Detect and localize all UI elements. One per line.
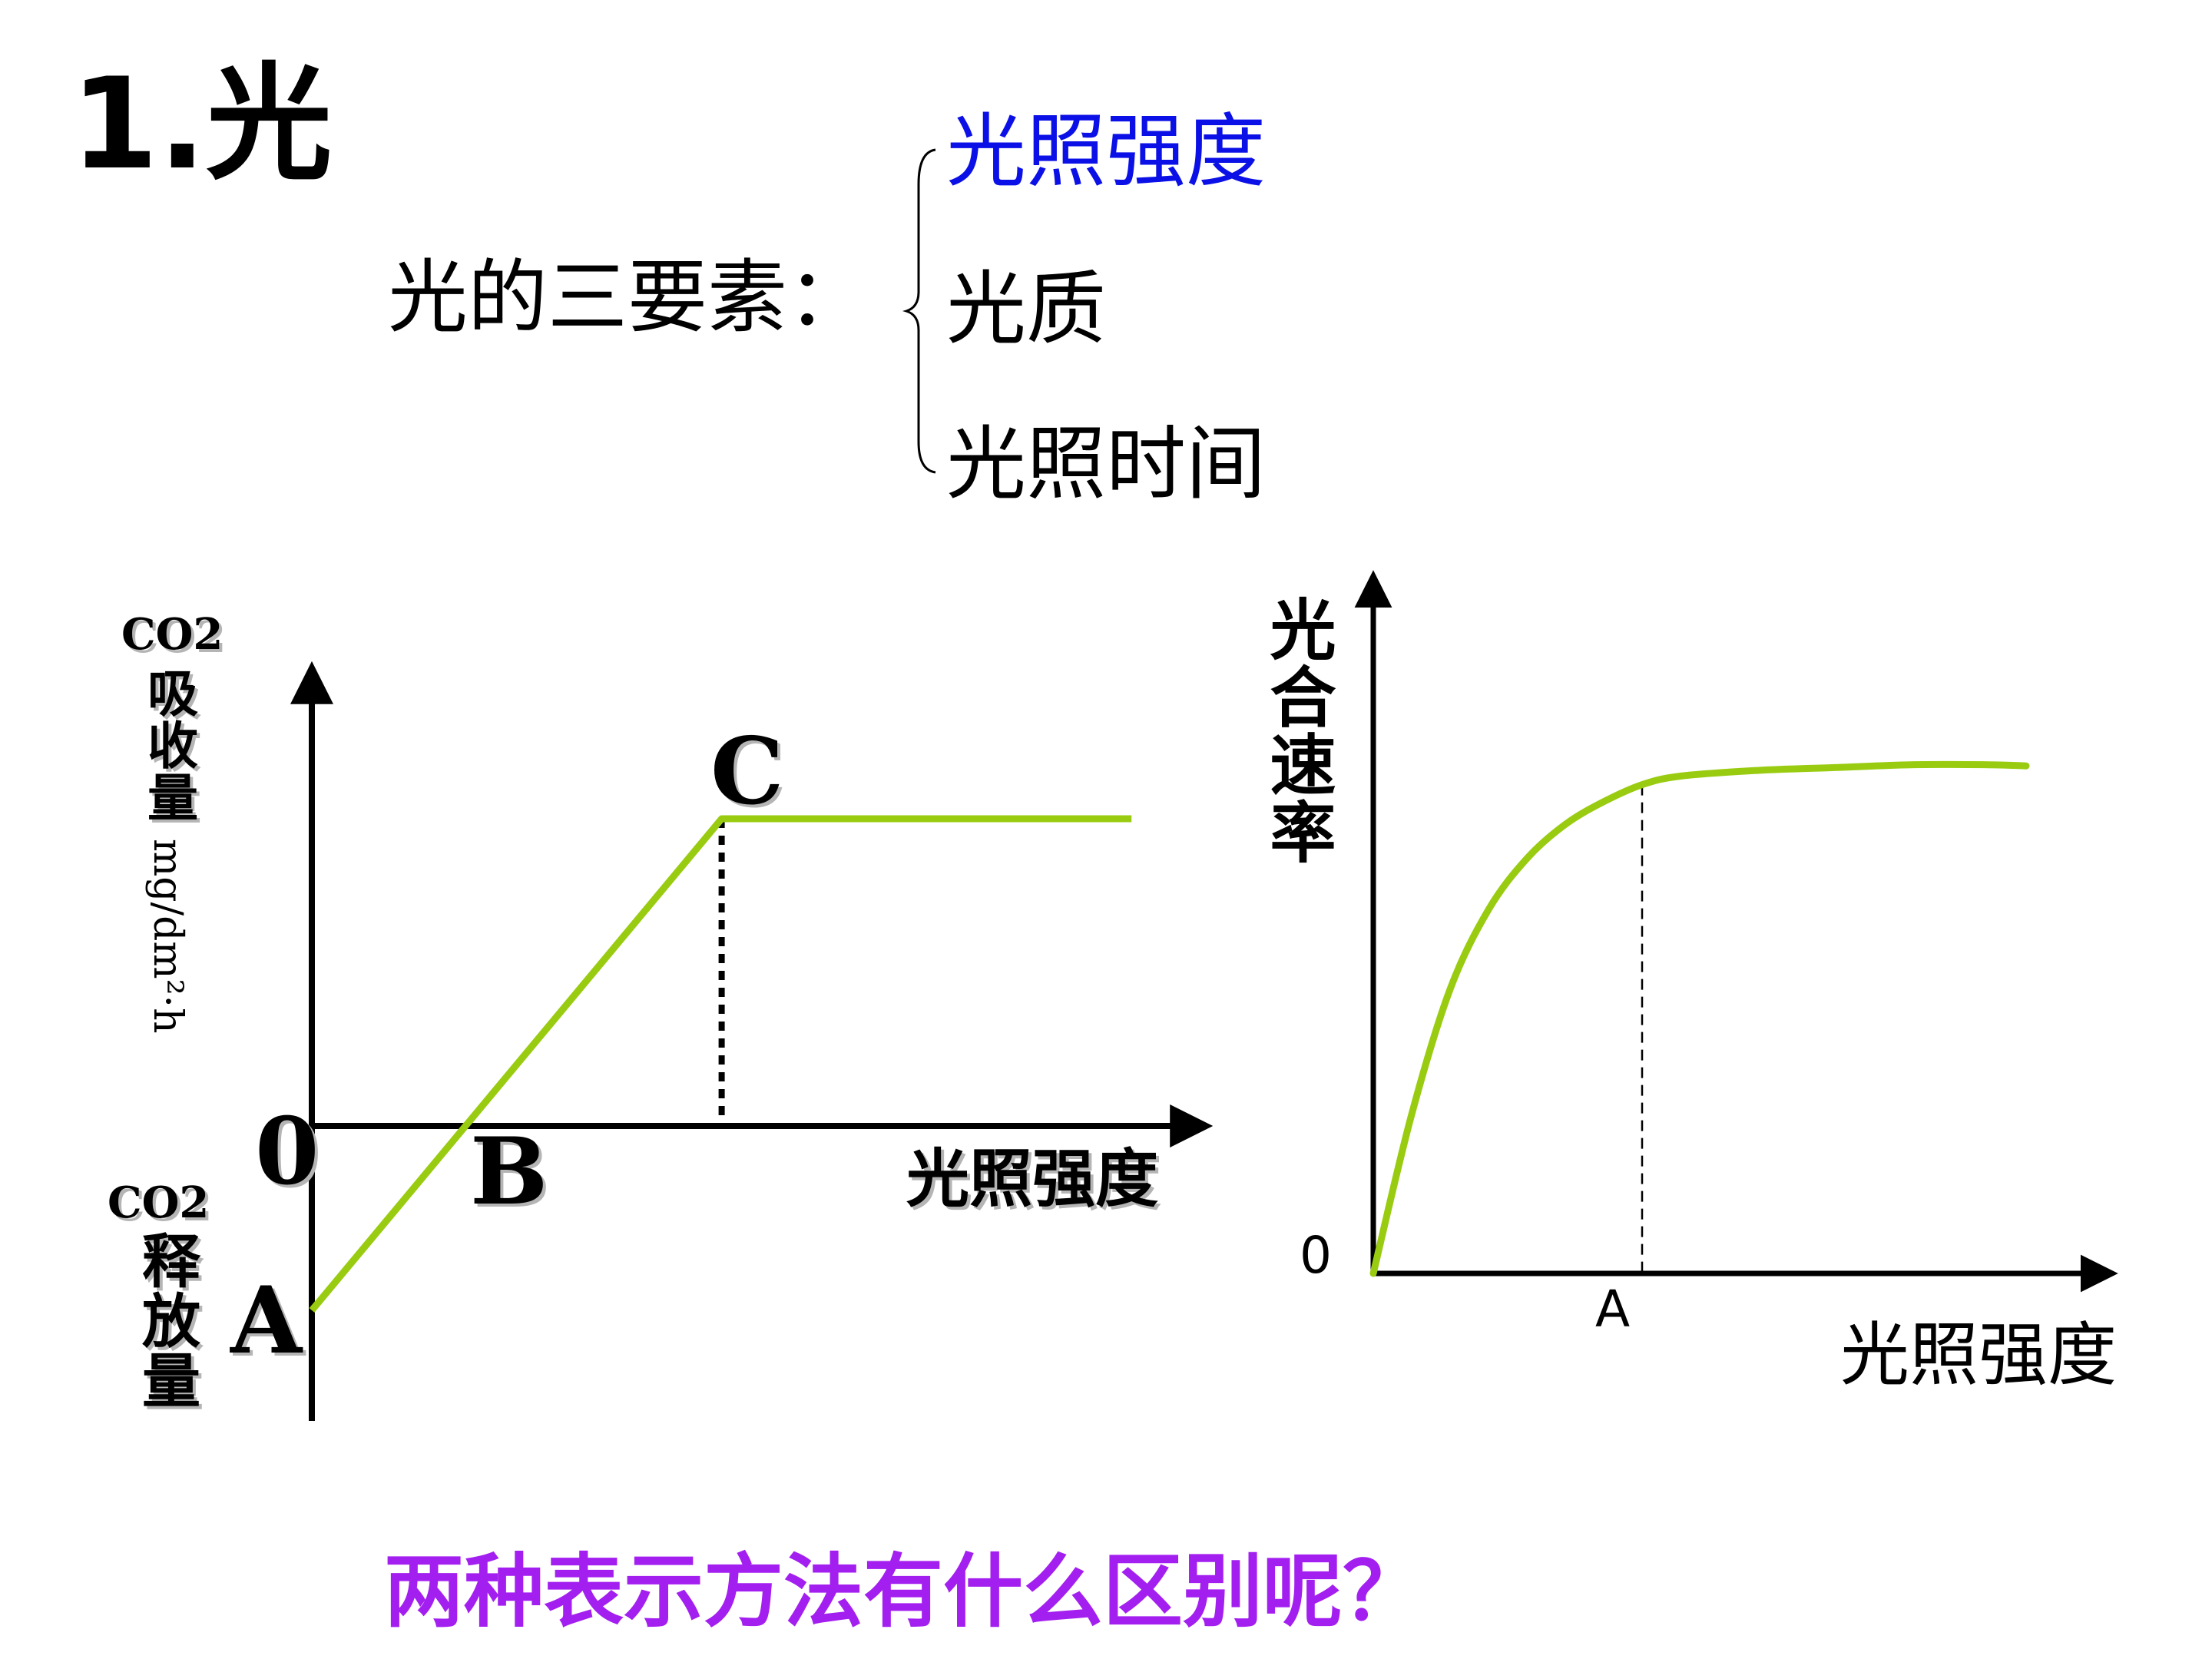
element-light-duration: 光照时间: [946, 417, 1267, 511]
left-ylabel-bottom-co2: CO2: [108, 1177, 210, 1228]
question-text: 两种表示方法有什么区别呢？: [384, 1545, 1423, 1638]
slide-heading: 1.光: [71, 51, 333, 197]
left-xlabel: 光照强度: [906, 1143, 1159, 1216]
right-xlabel: 光照强度: [1840, 1315, 2117, 1396]
curly-brace: [902, 148, 936, 474]
right-origin-label: 0: [1300, 1226, 1332, 1285]
left-origin-label: 0: [255, 1098, 320, 1206]
point-label-c: C: [710, 717, 784, 826]
right-ylabel: 光合速率: [1258, 595, 1335, 866]
right-curve: [1369, 760, 2030, 1277]
point-label-b: B: [470, 1118, 548, 1226]
left-ylabel-top-text: 吸收量: [139, 667, 198, 823]
element-light-intensity: 光照强度: [946, 104, 1267, 198]
left-ylabel-bottom-text: 释放量: [132, 1230, 200, 1410]
left-curve: [309, 815, 1132, 1313]
left-ylabel-top-unit: mg/dm²·h: [144, 839, 190, 1034]
point-label-a: A: [230, 1267, 303, 1375]
right-xtick-a: A: [1595, 1280, 1631, 1339]
element-light-quality: 光质: [946, 262, 1107, 356]
three-elements-label: 光的三要素：: [388, 250, 868, 344]
left-ylabel-top-co2: CO2: [121, 609, 224, 660]
